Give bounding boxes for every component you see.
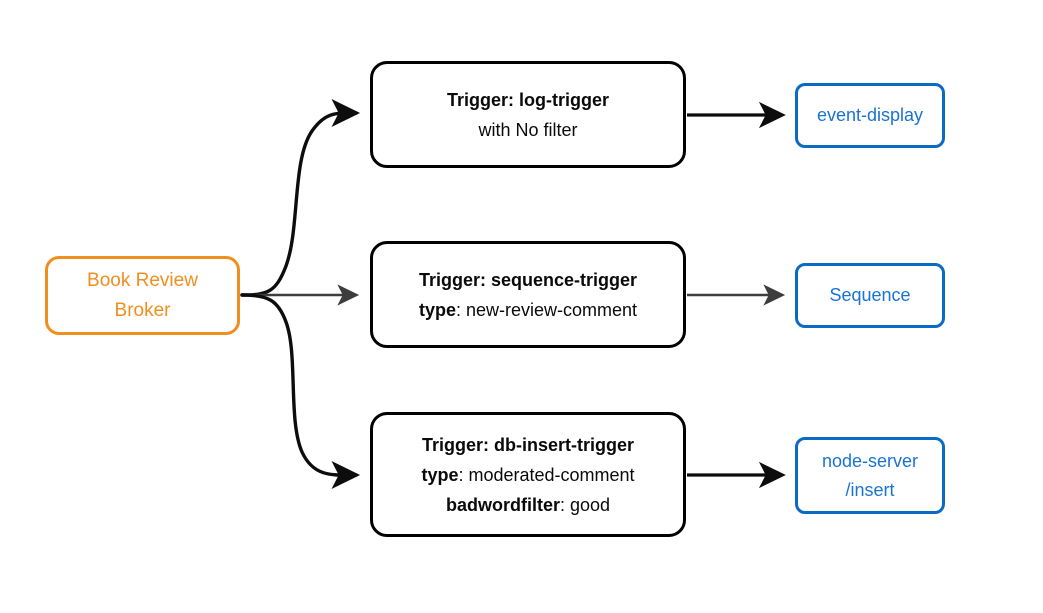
- node-service-sequence[interactable]: Sequence: [795, 263, 945, 328]
- trigger-log-line2-value: with No filter: [478, 119, 578, 140]
- node-book-review-broker[interactable]: Book Review Broker: [45, 256, 240, 335]
- service-event-display-label: event-display: [816, 105, 924, 125]
- trigger-db-line2: type: moderated-comment: [421, 460, 634, 490]
- trigger-log-line2: with No filter: [478, 115, 577, 145]
- trigger-sequence-line2-key: type: [418, 299, 456, 320]
- node-service-node-server-insert[interactable]: node-server /insert: [795, 437, 945, 514]
- trigger-db-line3-value: : good: [559, 494, 611, 515]
- node-trigger-db-insert-trigger[interactable]: Trigger: db-insert-trigger type: moderat…: [370, 412, 686, 537]
- edge-broker-to-log-trigger: [240, 99, 361, 297]
- trigger-log-line1: Trigger: log-trigger: [447, 89, 609, 110]
- trigger-db-line1: Trigger: db-insert-trigger: [421, 434, 634, 455]
- broker-label-line1: Book Review: [87, 269, 198, 291]
- trigger-db-line3-key: badwordfilter: [445, 494, 560, 515]
- trigger-db-line3: badwordfilter: good: [446, 490, 610, 520]
- node-service-event-display[interactable]: event-display: [795, 83, 945, 148]
- broker-label-line2: Broker: [114, 299, 171, 321]
- trigger-sequence-line1: Trigger: sequence-trigger: [418, 269, 638, 290]
- edge-broker-to-db-insert-trigger: [240, 293, 361, 489]
- service-sequence-label: Sequence: [829, 285, 911, 305]
- trigger-db-line2-value: : moderated-comment: [458, 464, 635, 485]
- trigger-db-line2-key: type: [421, 464, 459, 485]
- node-trigger-log-trigger[interactable]: Trigger: log-trigger with No filter: [370, 61, 686, 168]
- trigger-sequence-line2: type: new-review-comment: [419, 295, 637, 325]
- service-node-server-label-line1: node-server: [821, 450, 919, 471]
- service-node-server-label-line2: /insert: [845, 479, 895, 500]
- trigger-sequence-line2-value: : new-review-comment: [455, 299, 638, 320]
- node-trigger-sequence-trigger[interactable]: Trigger: sequence-trigger type: new-revi…: [370, 241, 686, 348]
